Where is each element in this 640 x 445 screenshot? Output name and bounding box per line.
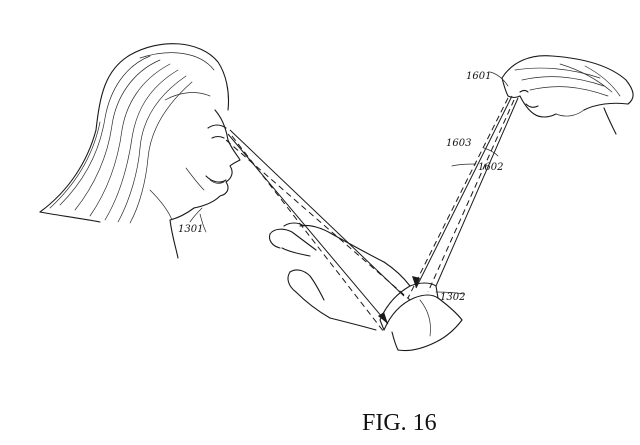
figure-caption: FIG. 16 bbox=[362, 410, 437, 436]
sight-lines bbox=[226, 96, 518, 332]
label-ray-a: 1602 bbox=[478, 162, 503, 173]
label-wrist-device: 1302 bbox=[440, 292, 465, 303]
hand-and-wrist-device bbox=[269, 223, 462, 351]
second-user-head bbox=[502, 56, 633, 134]
leader-lines bbox=[190, 72, 508, 294]
label-first-user: 1301 bbox=[178, 224, 203, 235]
arrowheads bbox=[378, 276, 420, 324]
label-second-user-eye: 1601 bbox=[466, 71, 491, 82]
first-user-head bbox=[40, 44, 240, 258]
label-ray-b: 1603 bbox=[446, 138, 471, 149]
